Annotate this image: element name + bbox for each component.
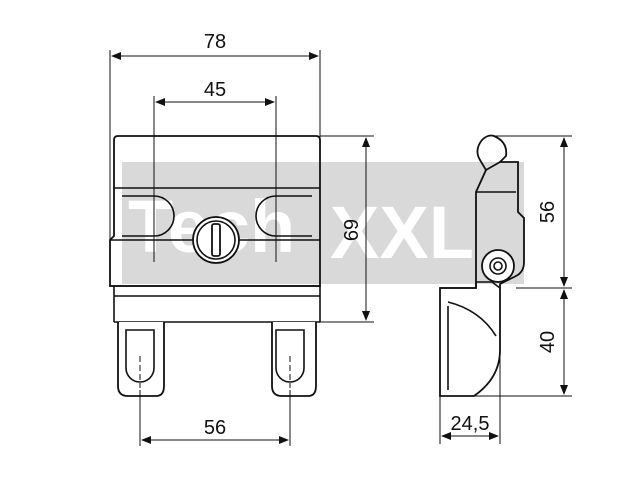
dimension-45-label: 45 (204, 79, 226, 101)
dimension-78: 78 (109, 31, 321, 240)
dimension-45: 45 (153, 79, 277, 262)
dimension-56-bottom: 56 (139, 390, 291, 446)
dimension-24-5: 24,5 (439, 350, 501, 444)
dimension-56-side: 56 (494, 135, 572, 289)
hinge-pin (481, 249, 515, 283)
dimension-40-label: 40 (537, 331, 559, 353)
front-slot-left-lower (125, 329, 155, 383)
front-lower-tab-right (271, 322, 317, 397)
dimension-69: 69 (320, 135, 374, 323)
dimension-56-bottom-label: 56 (204, 417, 226, 439)
lock-icon (192, 216, 240, 264)
dimension-69-label: 69 (341, 219, 363, 241)
watermark-box (122, 162, 524, 284)
front-view (109, 135, 321, 397)
front-slot-right-upper (255, 195, 312, 237)
front-slot-left-upper (122, 195, 175, 237)
front-slot-right-lower (275, 329, 305, 383)
front-lower-tab-left (117, 322, 165, 397)
dimension-56-side-label: 56 (537, 201, 559, 223)
watermark-text-right: XXL (330, 191, 474, 274)
dimension-40: 40 (474, 289, 572, 397)
dimension-24-5-label: 24,5 (451, 413, 490, 435)
dimension-78-label: 78 (204, 31, 226, 53)
